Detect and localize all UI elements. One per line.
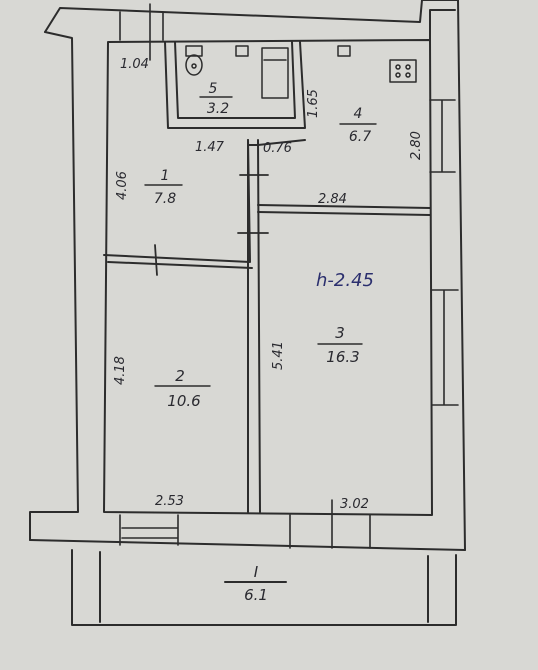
dim-1-04: 1.04 bbox=[120, 57, 149, 72]
balcony bbox=[71, 549, 457, 626]
room-1-area: 7.8 bbox=[154, 191, 176, 207]
balcony-area: 6.1 bbox=[244, 586, 268, 604]
dim-2-53: 2.53 bbox=[155, 494, 184, 509]
dim-2-80: 2.80 bbox=[409, 131, 424, 160]
kitchen-sink-icon bbox=[337, 45, 351, 57]
sink-icon bbox=[235, 45, 249, 57]
room-4-id: 4 bbox=[354, 106, 363, 122]
inner-wall bbox=[103, 9, 456, 516]
room-2-area: 10.6 bbox=[167, 392, 200, 410]
partitions bbox=[103, 139, 431, 513]
bathtub-icon bbox=[261, 47, 289, 99]
room-2-id: 2 bbox=[175, 367, 185, 385]
ceiling-height: h-2.45 bbox=[316, 270, 374, 291]
right-windows bbox=[429, 99, 459, 406]
room-labels: 3.2 bbox=[199, 96, 233, 117]
toilet-icon bbox=[185, 45, 203, 76]
dim-4-18: 4.18 bbox=[113, 356, 128, 385]
door-marks bbox=[154, 174, 269, 276]
room-4-area: 6.7 bbox=[349, 129, 371, 145]
outer-wall bbox=[29, 0, 466, 551]
balcony-id: I bbox=[254, 563, 259, 581]
room-5-id: 5 bbox=[209, 81, 218, 97]
room-3-area: 16.3 bbox=[326, 348, 359, 366]
bottom-opening bbox=[119, 499, 371, 549]
dim-3-02: 3.02 bbox=[340, 497, 369, 512]
dim-2-84: 2.84 bbox=[318, 192, 347, 207]
dimension-labels: 1.04 1.65 1.47 0.76 2.80 4.06 2.84 4.18 … bbox=[113, 57, 424, 512]
room-5-area: 3.2 bbox=[207, 101, 229, 117]
bathroom-walls bbox=[164, 41, 306, 129]
dim-5-41: 5.41 bbox=[271, 341, 286, 370]
room-1-id: 1 bbox=[161, 168, 170, 184]
dim-1-47: 1.47 bbox=[195, 140, 225, 155]
stove-icon bbox=[389, 59, 417, 83]
dim-1-65: 1.65 bbox=[306, 89, 321, 118]
dim-4-06: 4.06 bbox=[115, 171, 130, 200]
room-3-id: 3 bbox=[335, 324, 345, 342]
top-window bbox=[119, 3, 164, 61]
dim-0-76: 0.76 bbox=[263, 141, 292, 156]
